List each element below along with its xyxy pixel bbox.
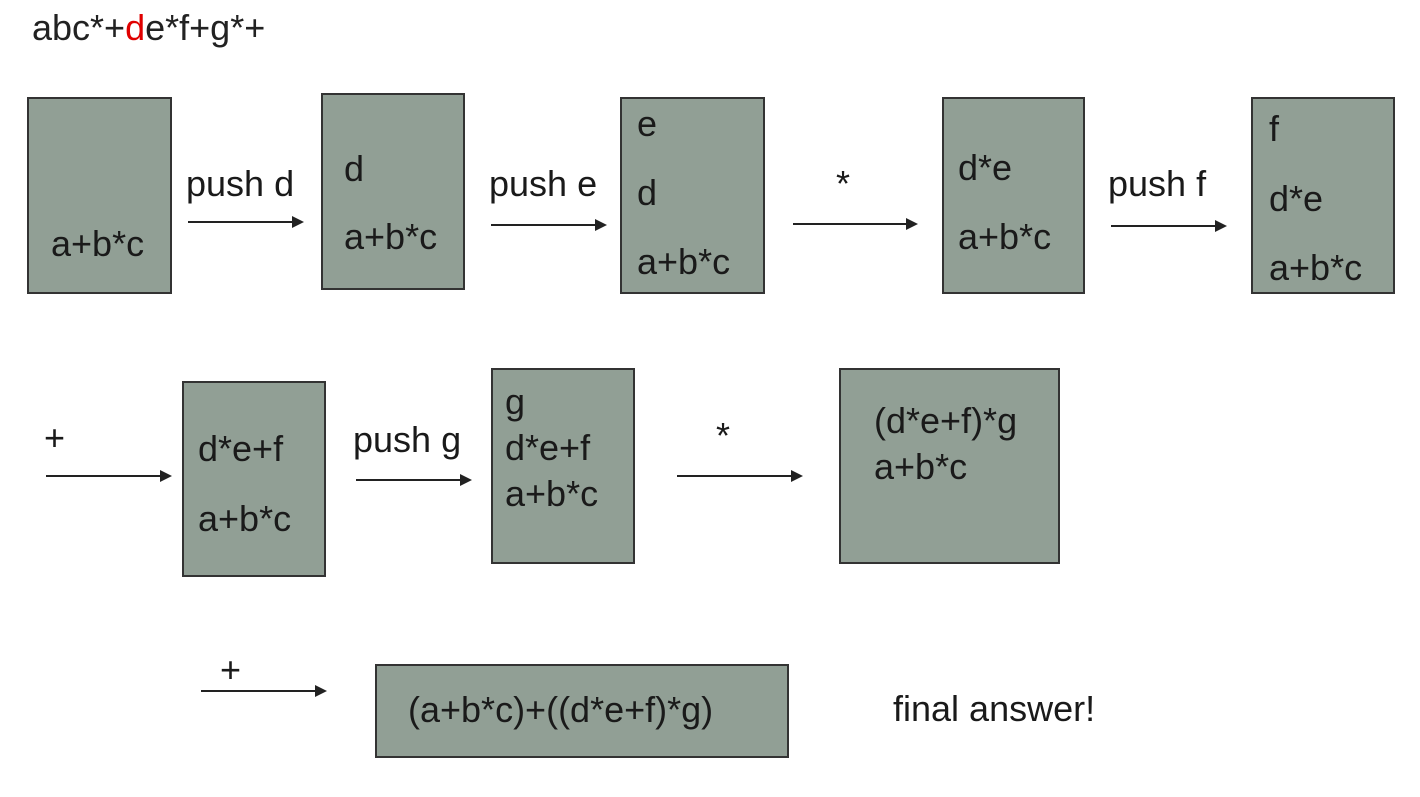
stack-box-2: d a+b*c (321, 93, 465, 290)
stack-item: e (637, 103, 658, 144)
arrow-right-icon (356, 473, 472, 487)
op-label-push-f: push f (1108, 163, 1207, 204)
arrow-right-icon (491, 218, 607, 232)
stack-box-4: d*e a+b*c (942, 97, 1085, 294)
arrow-right-icon (201, 684, 327, 698)
stack-item: a+b*c (198, 498, 292, 539)
op-label-push-d: push d (186, 163, 295, 204)
stack-box-8: (d*e+f)*g a+b*c (839, 368, 1060, 564)
stack-item: a+b*c (344, 216, 438, 257)
arrow-right-icon (46, 469, 172, 483)
stack-box-7: g d*e+f a+b*c (491, 368, 635, 564)
stack-item: a+b*c (51, 223, 145, 264)
stack-box-1: a+b*c (27, 97, 172, 294)
final-expression: (a+b*c)+((d*e+f)*g) (408, 689, 714, 730)
op-label-plus: + (220, 649, 242, 690)
stack-box-3: e d a+b*c (620, 97, 765, 294)
stack-item: a+b*c (958, 216, 1052, 257)
op-label-push-e: push e (489, 163, 598, 204)
stack-item: d (637, 172, 658, 213)
expression-after: e*f+g*+ (145, 7, 266, 48)
op-label-plus: + (44, 417, 66, 458)
stack-item: d (344, 148, 365, 189)
arrow-right-icon (188, 215, 304, 229)
stack-item: g (505, 381, 526, 422)
stack-item: d*e (1269, 178, 1324, 219)
stack-item: a+b*c (874, 446, 968, 487)
stack-box-6: d*e+f a+b*c (182, 381, 326, 577)
op-label-multiply: * (836, 163, 851, 204)
stack-item: a+b*c (637, 241, 731, 282)
stack-item: d*e+f (505, 427, 591, 468)
stack-item: a+b*c (505, 473, 599, 514)
arrow-right-icon (1111, 219, 1227, 233)
stack-item: (d*e+f)*g (874, 400, 1018, 441)
op-label-multiply: * (716, 415, 731, 456)
final-result-box: (a+b*c)+((d*e+f)*g) (375, 664, 789, 758)
stack-item: d*e+f (198, 428, 284, 469)
stack-item: d*e (958, 147, 1013, 188)
expression-before: abc*+ (32, 7, 126, 48)
stack-box-5: f d*e a+b*c (1251, 97, 1395, 294)
stack-item: f (1269, 108, 1280, 149)
postfix-expression: abc*+de*f+g*+ (32, 6, 265, 50)
op-label-push-g: push g (353, 419, 462, 460)
arrow-right-icon (677, 469, 803, 483)
stack-item: a+b*c (1269, 247, 1363, 288)
expression-highlight: d (125, 7, 146, 48)
arrow-right-icon (793, 217, 918, 231)
final-answer-label: final answer! (893, 688, 1096, 729)
